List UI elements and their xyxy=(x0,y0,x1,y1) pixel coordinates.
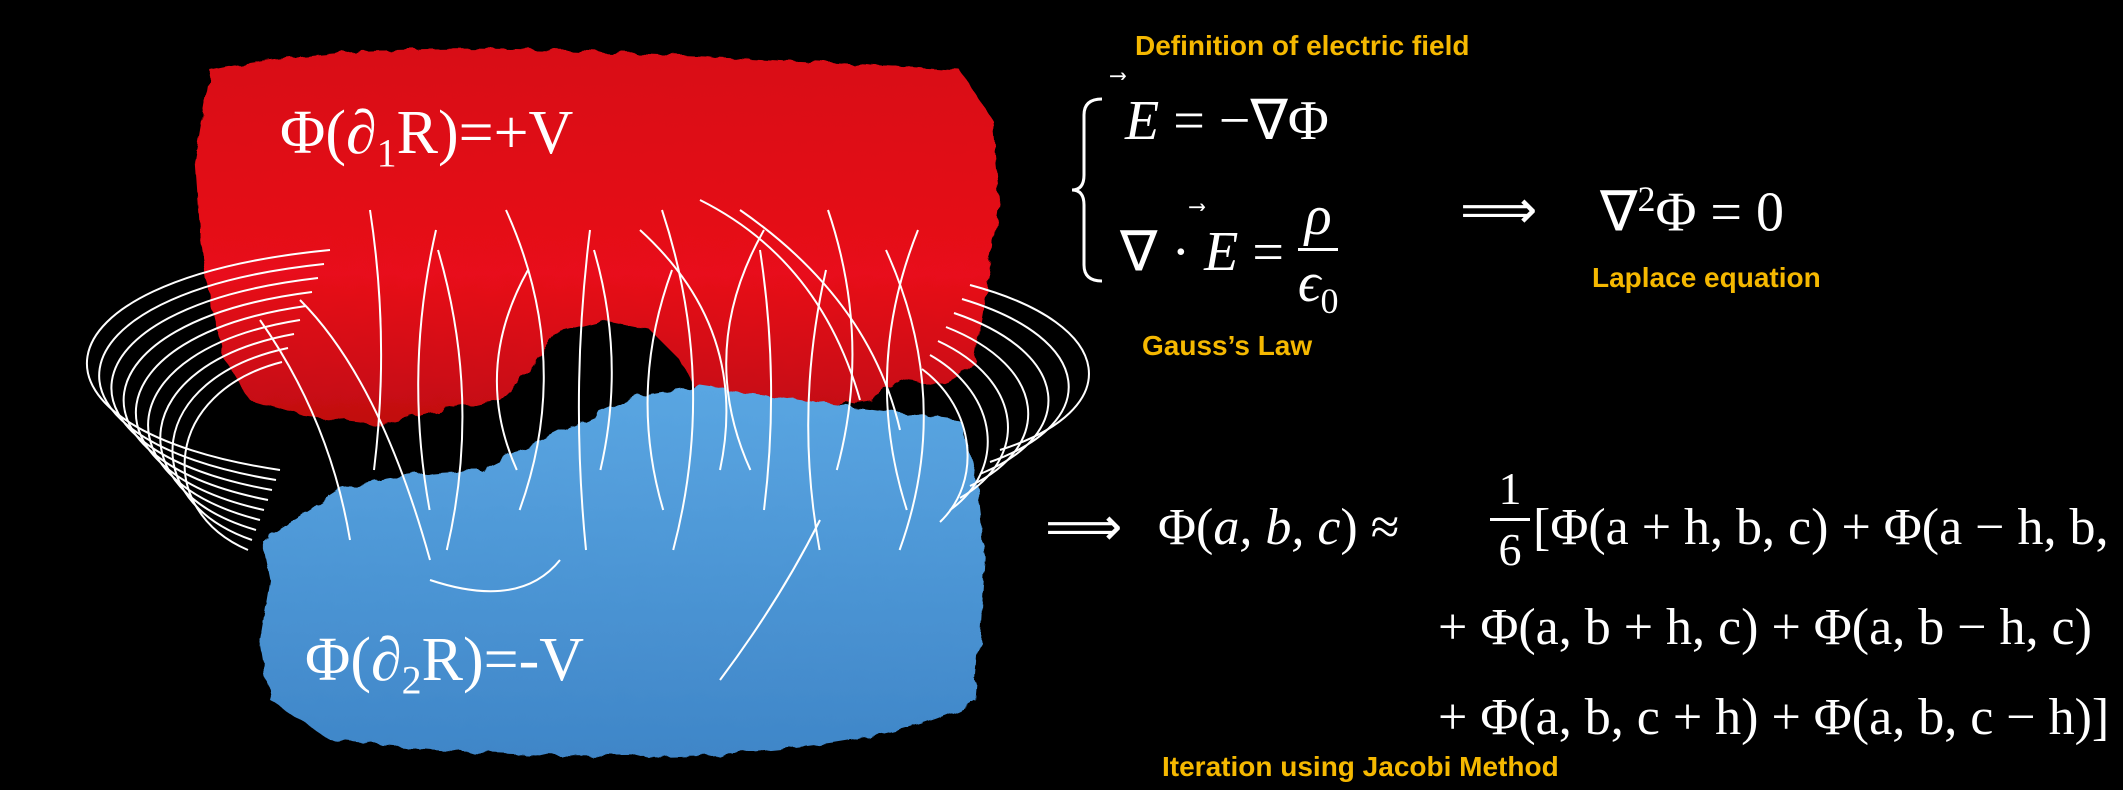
field-line xyxy=(86,249,331,471)
field-line xyxy=(299,299,431,561)
laplace-label: Laplace equation xyxy=(1592,262,1821,293)
jacobi-line-2: + Φ(a, b + h, c) + Φ(a, b − h, c) xyxy=(1438,599,2092,656)
field-line xyxy=(646,269,673,511)
laplace-rest: Φ = 0 xyxy=(1655,181,1784,244)
jacobi-line-3: + Φ(a, b, c + h) + Φ(a, b, c − h)] xyxy=(1438,689,2110,746)
epsilon-symbol: ϵ xyxy=(1297,252,1321,314)
fraction-bar xyxy=(1490,518,1530,521)
field-line xyxy=(699,199,861,401)
jacobi-label: Iteration using Jacobi Method xyxy=(1162,751,1559,782)
bottom-region-partial: ∂ xyxy=(370,626,402,694)
jacobi-lhs: Φ(a, b, c) ≈ xyxy=(1158,498,1399,557)
field-line xyxy=(719,519,821,681)
top-region-sub: 1 xyxy=(376,130,397,176)
laplace-sup: 2 xyxy=(1637,179,1656,219)
efield-rhs: = −∇Φ xyxy=(1173,90,1329,152)
field-line xyxy=(159,333,295,531)
field-line xyxy=(827,209,854,471)
system-brace xyxy=(1071,97,1103,283)
gauss-equals: = xyxy=(1238,221,1298,284)
field-line xyxy=(417,229,437,511)
bottom-conductor-region xyxy=(260,385,985,756)
field-line xyxy=(505,209,545,511)
efield-symbol: E xyxy=(1125,90,1160,152)
top-region-rest: R)=+V xyxy=(396,99,574,167)
field-line xyxy=(183,361,283,551)
gauss-label: Gauss’s Law xyxy=(1142,330,1313,361)
field-line xyxy=(495,269,529,471)
jacobi-phi: Φ( xyxy=(1158,499,1214,556)
one-sixth-fraction: 1 6 xyxy=(1490,466,1530,573)
field-line xyxy=(953,312,1050,475)
field-line xyxy=(969,284,1090,451)
fraction-denominator: 6 xyxy=(1498,524,1522,575)
field-lines xyxy=(86,199,1090,681)
field-line xyxy=(122,291,313,501)
jacobi-line-1: [Φ(a + h, b, c) + Φ(a − h, b, c) xyxy=(1533,499,2123,556)
field-line xyxy=(759,249,773,511)
definition-label: Definition of electric field xyxy=(1135,30,1470,61)
field-line xyxy=(921,368,969,523)
field-line xyxy=(98,263,325,481)
laplace-equation: ∇2Φ = 0 xyxy=(1600,178,1784,245)
field-line xyxy=(110,277,319,491)
field-line xyxy=(885,249,925,551)
field-line xyxy=(885,229,919,511)
bottom-region-label: Φ(∂2R)=-V xyxy=(305,625,584,703)
divergence-operator: ∇ · xyxy=(1120,221,1205,284)
bottom-region-sub: 2 xyxy=(401,657,422,703)
field-line xyxy=(171,347,289,541)
top-region-phi: Φ( xyxy=(280,99,346,167)
field-line xyxy=(739,209,901,431)
fraction-bar xyxy=(1297,248,1339,251)
field-line xyxy=(369,209,383,471)
top-region-partial: ∂ xyxy=(345,99,377,167)
rho-over-eps-fraction: ρ ϵ0 xyxy=(1297,185,1339,322)
field-line xyxy=(725,229,765,471)
field-line xyxy=(134,305,307,511)
field-line xyxy=(639,229,728,471)
field-line xyxy=(429,559,561,593)
field-line xyxy=(259,319,351,541)
epsilon-sub: 0 xyxy=(1320,281,1339,322)
top-region-label: Φ(∂1R)=+V xyxy=(280,98,573,176)
implies-arrow-2: ⟹ xyxy=(1045,497,1123,557)
gauss-law-equation: ∇ · E⃗ = ρ ϵ0 xyxy=(1120,188,1339,323)
bottom-region-rest: R)=-V xyxy=(421,626,584,694)
fraction-numerator: 1 xyxy=(1498,463,1522,514)
field-line xyxy=(945,326,1030,487)
laplace-nabla: ∇ xyxy=(1600,181,1638,244)
rho-symbol: ρ xyxy=(1304,185,1332,247)
jacobi-args: a, b, c xyxy=(1213,499,1341,556)
approx-symbol: ≈ xyxy=(1357,499,1400,556)
div-efield-symbol: E xyxy=(1204,221,1239,284)
field-line xyxy=(577,229,591,551)
field-line xyxy=(929,354,989,511)
field-line xyxy=(593,249,613,471)
field-line xyxy=(147,319,301,521)
field-line xyxy=(661,209,695,551)
top-conductor-region xyxy=(195,48,1000,426)
implies-arrow-1: ⟹ xyxy=(1460,180,1538,240)
bottom-region-phi: Φ( xyxy=(305,626,371,694)
jacobi-close: ) xyxy=(1340,499,1358,556)
field-line xyxy=(937,340,1009,499)
field-line xyxy=(437,249,464,551)
efield-definition: E ⃗ = −∇Φ xyxy=(1125,88,1329,153)
